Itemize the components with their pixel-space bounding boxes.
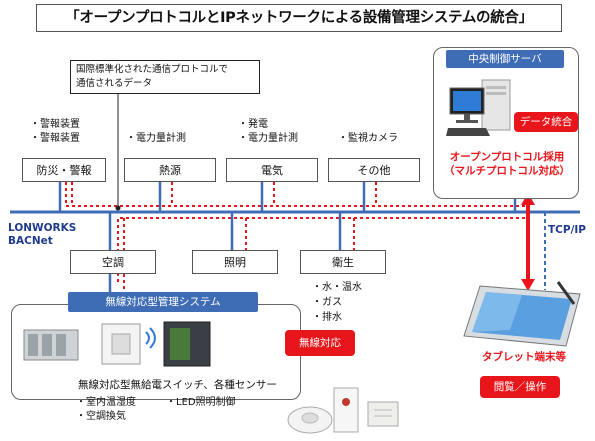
callout-line-1: 国際標準化された通信プロトコルで [76,64,229,75]
network-label-tcpip: TCP/IP [548,224,587,236]
wireless-system-header: 無線対応型管理システム [68,292,258,312]
view-operate-badge: 閲覧／操作 [480,376,560,398]
central-server-header: 中央制御サーバ [446,50,564,68]
category-sanitary-box[interactable]: 衛生 [300,250,386,274]
wireless-devices-caption: 無線対応型無給電スイッチ、各種センサー [78,379,277,391]
category-disaster-box[interactable]: 防災・警報 [22,158,106,182]
wireless-notes-left: ・室内温湿度 ・空調換気 [76,397,136,422]
notes-other: ・監視カメラ [338,133,398,144]
server-computer-icon [446,79,511,136]
notes-heat: ・電力量計測 [126,133,186,144]
sensor-devices-icon [287,387,399,434]
protocol-callout: 国際標準化された通信プロトコルで 通信されるデータ [70,60,260,94]
category-electric-box[interactable]: 電気 [226,158,318,182]
wireless-notes-right: ・LED照明制御 [166,397,236,408]
data-integration-badge: データ統合 [514,112,578,132]
page-title: 「オープンプロトコルとIPネットワークによる設備管理システムの統合」 [36,4,562,32]
category-other-box[interactable]: その他 [328,158,420,182]
tablet-caption: タブレット端末等 [482,351,566,363]
callout-line-2: 通信されるデータ [76,78,153,89]
notes-disaster: ・警報装置 ・警報装置 [30,119,80,144]
notes-electric: ・発電 ・電力量計測 [238,119,298,144]
tablet-icon [463,281,581,347]
data-line-lower [117,217,528,282]
category-heat-box[interactable]: 熱源 [124,158,216,182]
wireless-badge: 無線対応 [285,330,355,356]
category-hvac-box[interactable]: 空調 [70,250,156,274]
category-lighting-box[interactable]: 照明 [192,250,278,274]
notes-sanitary: ・水・温水 ・ガス ・排水 [312,282,362,323]
network-label-left: LONWORKS BACNet [8,222,77,247]
data-line-upper [65,182,528,207]
wireless-devices-icon [23,321,211,367]
server-caption: オープンプロトコル採用 （マルチプロトコル対応） [444,151,570,177]
